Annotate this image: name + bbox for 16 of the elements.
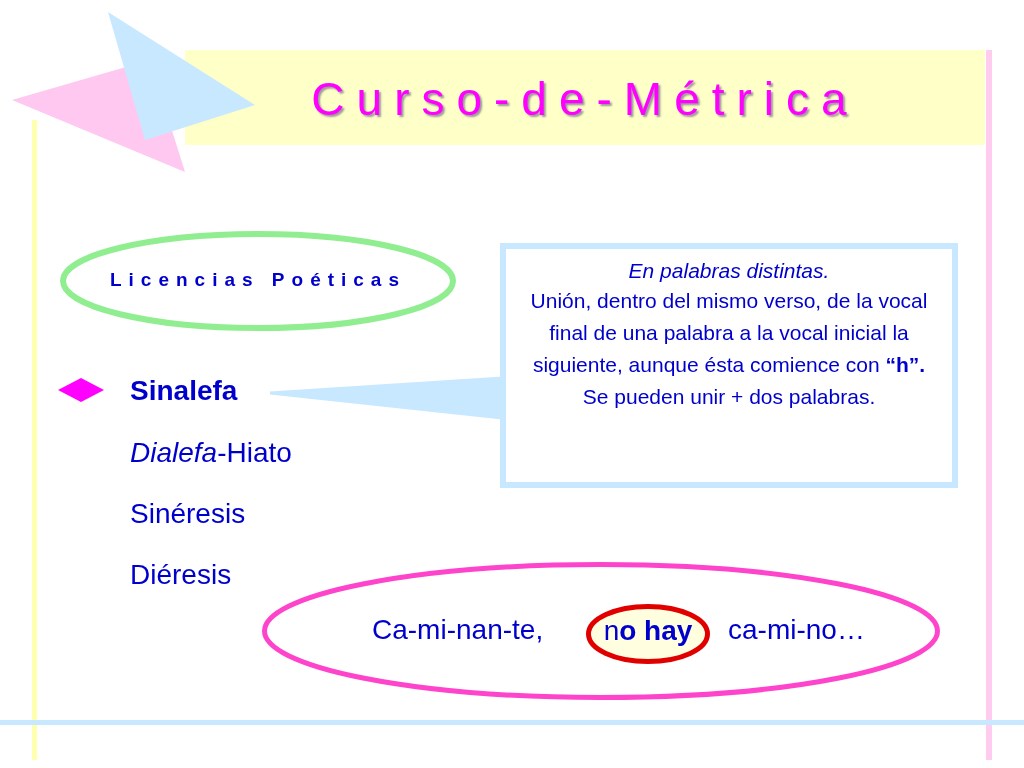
verse-text: no hay [602,615,694,647]
list-item-text: Dialefa-Hiato [130,437,292,469]
oval-frame [262,562,940,700]
oval-frame [60,231,456,331]
heading-text: Licencias Poéticas [108,269,407,291]
paragraph-text: Unión, dentro del mismo verso, de la vocal final de una palabra a la vocal inicial la siguiente, aunque ésta comience con “h”. [529,288,929,378]
subheading-text: En palabras distintas. [627,258,831,284]
list-item-text: Sinéresis [130,498,246,530]
highlight-oval [586,604,710,664]
list-item-text: Diéresis [130,559,232,591]
paragraph-text: Se pueden unir + dos palabras. [581,384,877,410]
callout-box [500,243,958,488]
title: Curso-de-Métrica [310,72,860,126]
verse-text: Ca-mi-nan-te, [372,614,544,646]
term-text: Sinalefa [130,375,265,415]
verse-text: ca-mi-no… [728,614,865,646]
